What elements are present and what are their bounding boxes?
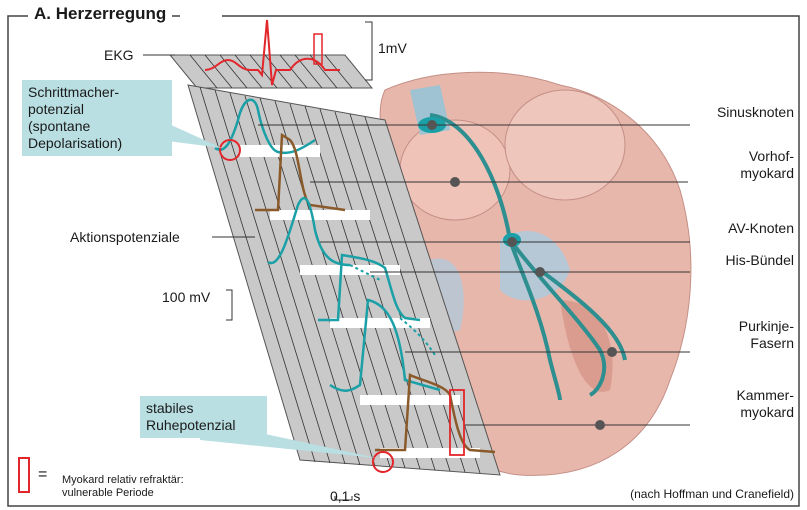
callout-top-line: (spontane — [28, 118, 166, 135]
callout-top-line: Schrittmacher- — [28, 84, 166, 101]
label-kammer-line: Kammer- — [736, 387, 794, 404]
label-av-knoten: AV-Knoten — [728, 220, 794, 237]
callout-bottom-line: Ruhepotenzial — [146, 417, 261, 434]
legend-line-1: Myokard relativ refraktär: — [62, 474, 184, 487]
callout-pacemaker: Schrittmacher- potenzial (spontane Depol… — [22, 80, 172, 156]
label-vorhofmyokard: Vorhof- myokard — [740, 148, 794, 182]
legend-equals: = — [38, 466, 47, 483]
label-purkinje-line: Fasern — [739, 335, 794, 352]
source-note: (nach Hoffman und Cranefield) — [630, 488, 794, 501]
legend-refractory-symbol — [18, 457, 30, 493]
time-scale-label: 0,1 s — [330, 488, 360, 505]
callout-resting-potential: stabiles Ruhepotenzial — [140, 396, 267, 438]
ekg-label: EKG — [104, 47, 134, 64]
ekg-strip — [170, 20, 372, 88]
figure-title: A. Herzerregung — [28, 4, 172, 24]
legend-line-2: vulnerable Periode — [62, 487, 154, 500]
callout-top-line: potenzial — [28, 101, 166, 118]
label-kammer-line: myokard — [736, 404, 794, 421]
label-vorhof-line: myokard — [740, 165, 794, 182]
ap-scale-label: 100 mV — [162, 289, 210, 306]
callout-top-line: Depolarisation) — [28, 135, 166, 152]
label-purkinje: Purkinje- Fasern — [739, 318, 794, 352]
ekg-scale-label: 1mV — [378, 40, 407, 57]
label-purkinje-line: Purkinje- — [739, 318, 794, 335]
label-vorhof-line: Vorhof- — [740, 148, 794, 165]
label-sinusknoten: Sinusknoten — [717, 104, 794, 121]
label-kammermyokard: Kammer- myokard — [736, 387, 794, 421]
callout-bottom-line: stabiles — [146, 400, 261, 417]
label-his-buendel: His-Bündel — [726, 252, 794, 269]
ap-label: Aktionspotenziale — [70, 229, 180, 246]
